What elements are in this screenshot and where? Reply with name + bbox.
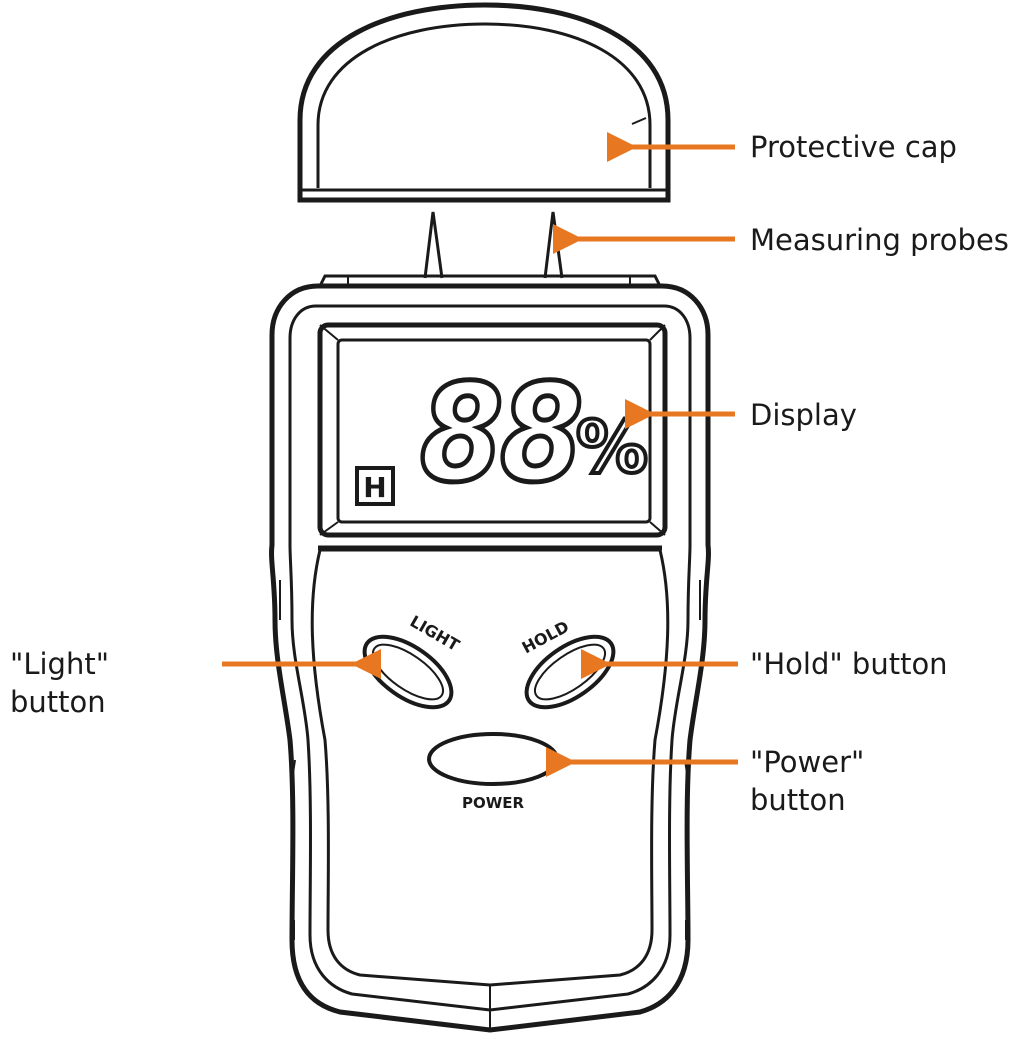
- display-window: [317, 322, 668, 538]
- label-power-button: "Power" button: [750, 745, 865, 817]
- display-reading: 88: [420, 355, 580, 512]
- label-measuring-probes: Measuring probes: [750, 223, 1009, 257]
- callout-arrows: [222, 132, 738, 777]
- label-display: Display: [750, 398, 857, 432]
- label-protective-cap: Protective cap: [750, 130, 957, 164]
- display-unit: %: [576, 405, 648, 489]
- protective-cap: [297, 2, 671, 203]
- power-button[interactable]: [427, 732, 559, 786]
- label-hold-button: "Hold" button: [750, 647, 948, 681]
- mode-indicator: H: [355, 466, 395, 506]
- light-button[interactable]: [353, 623, 464, 721]
- power-button-label: POWER: [462, 794, 525, 812]
- mode-indicator-text: H: [363, 471, 386, 504]
- label-light-button: "Light" button: [10, 647, 110, 719]
- measuring-probes: [423, 211, 564, 279]
